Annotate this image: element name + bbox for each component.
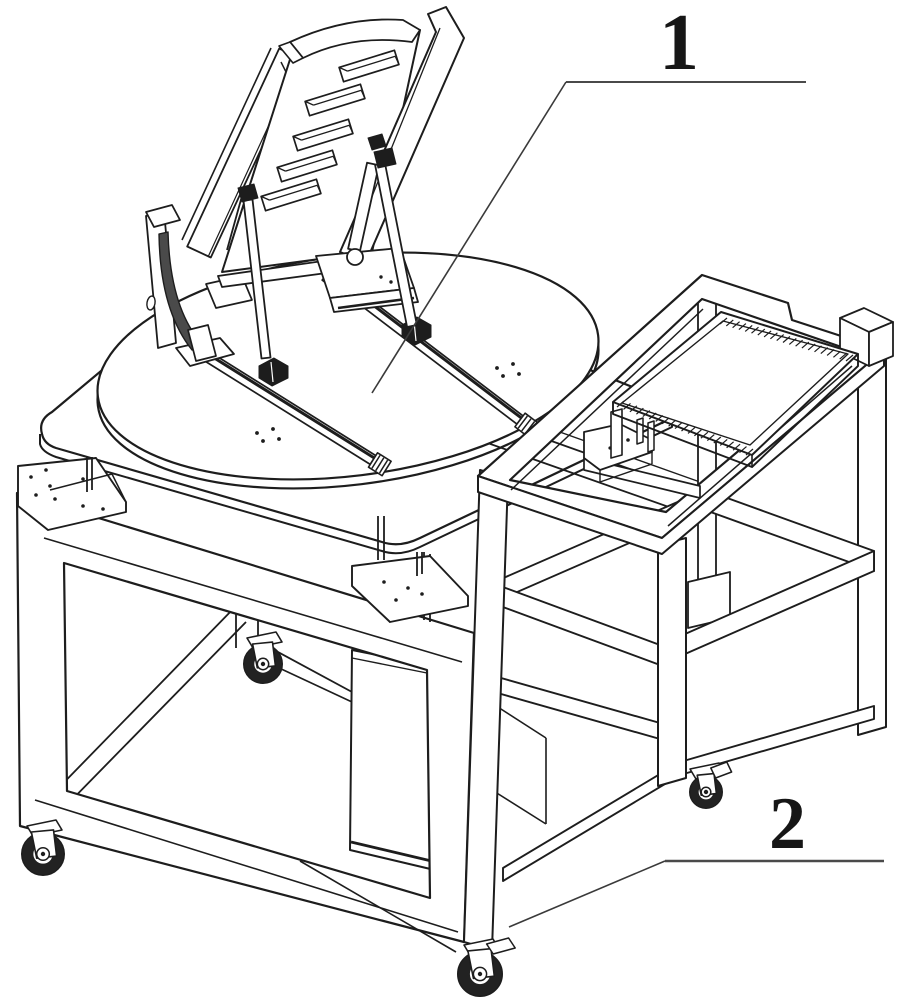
svg-text:1: 1 (659, 0, 699, 87)
svg-text:2: 2 (769, 783, 806, 865)
